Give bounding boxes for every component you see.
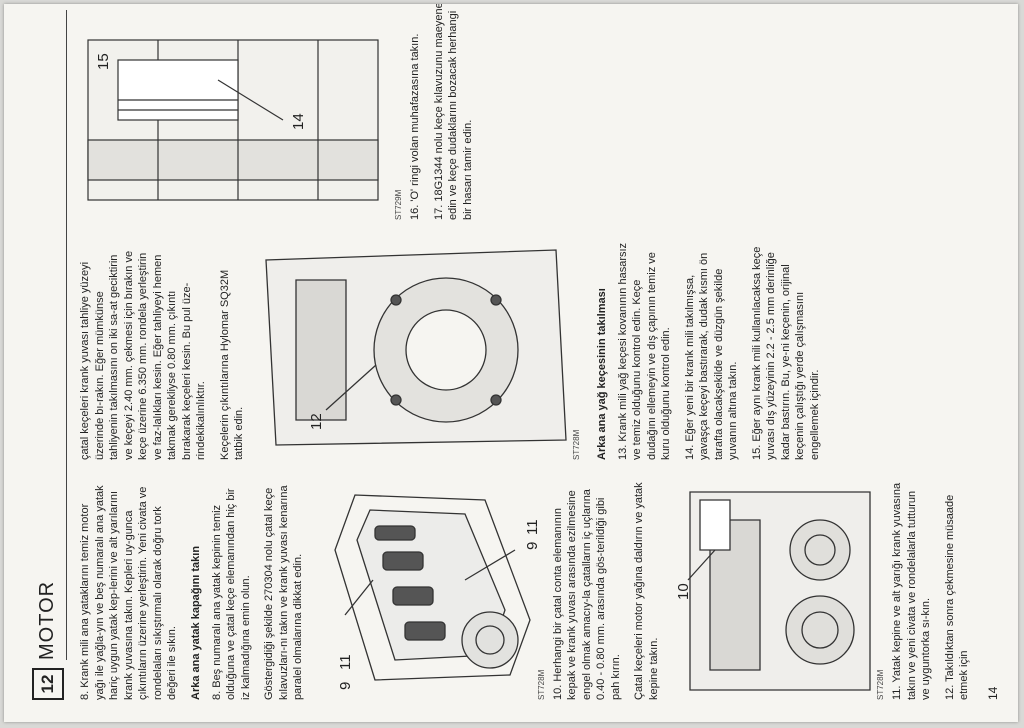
callout-9-bottom: 9 xyxy=(524,542,541,550)
figure-caption-2: ST728M xyxy=(876,669,886,700)
header-rule xyxy=(66,10,67,660)
step-16-text: 16. 'O' ringi volan muhafazasına takın. xyxy=(409,33,421,220)
step-15-text: 15. Eğer aynı krank mili kullanılacaksa … xyxy=(750,246,821,460)
crankshaft-bearing-figure: 9 11 9 11 xyxy=(334,494,541,690)
rotated-page-content: 12 MOTOR 8. Krank mili ana yataklarını t… xyxy=(4,4,1014,718)
step-9b-text: Göstergidiği şekilde 270304 nolu çatal k… xyxy=(263,485,305,700)
page-number: 14 xyxy=(986,686,1000,700)
callout-11-top: 11 xyxy=(337,654,354,670)
figure-block-3: 12 ST728M xyxy=(256,242,586,460)
step-12-continued: çatal keçeleri krank yuvası tahliye yüze… xyxy=(79,250,208,460)
callout-10: 10 xyxy=(675,583,692,600)
step-9-text: 8. Beş numaralı ana yatak kepinin temiz … xyxy=(210,488,252,700)
callout-15: 15 xyxy=(95,53,112,70)
step-17-text: 17. 18G1344 nolu keçe kılavuzunu maeyene… xyxy=(432,4,474,220)
rear-cap-seal-figure: 10 xyxy=(675,491,871,691)
text-column-3: 14 15 ST729M 16. 'O' ringi volan muhafaz… xyxy=(78,4,484,220)
figure-block-2: 10 ST728M xyxy=(670,482,890,700)
step-12-hylomar: Keçelerin çıkıntılarına Hylomar SQ32M ta… xyxy=(218,269,246,460)
section-title: MOTOR xyxy=(36,580,58,660)
section-heading-rear-cap: Arka ana yatak kapağını takın xyxy=(189,545,202,700)
text-column-1: 8. Krank mili ana yataklarını temiz moto… xyxy=(78,482,981,700)
rear-oil-seal-housing-figure: 12 xyxy=(264,249,567,446)
document-page: 12 MOTOR 8. Krank mili ana yataklarını t… xyxy=(4,4,1018,722)
figure-block-4: 14 15 ST729M xyxy=(78,4,408,220)
figure-caption-1: ST728M xyxy=(536,669,546,700)
step-10b-text: Çatal keçeleri motor yağına daldırın ve … xyxy=(633,482,660,700)
callout-14: 14 xyxy=(290,113,307,130)
callout-12: 12 xyxy=(308,413,325,430)
step-11-text: 11. Yatak kepine ve alt yarığı krank yuv… xyxy=(891,482,933,700)
callout-9-top: 9 xyxy=(337,682,354,690)
callout-11-bottom: 11 xyxy=(524,519,541,535)
step-13-text: 13. Krank mili yağ keçesi kovanının hasa… xyxy=(616,242,673,460)
step-12-text: 12. Takıldıktan sonra çekmesine müsaade … xyxy=(943,494,971,700)
step-10-text: 10. Herhangi bir çatal conta elemanının … xyxy=(551,489,622,700)
text-column-2: çatal keçeleri krank yuvası tahliye yüze… xyxy=(78,242,831,460)
figure-caption-4: ST729M xyxy=(394,189,403,220)
section-number-box: 12 xyxy=(32,668,64,700)
figure-caption-3: ST728M xyxy=(571,429,581,460)
step-14-text: 14. Eğer yeni bir krank mili takılmışsa,… xyxy=(683,252,740,460)
section-heading-rear-oil-seal: Arka ana yağ keçesinin takılması xyxy=(595,288,608,460)
seal-depth-cross-section-figure: 14 15 xyxy=(87,39,379,201)
page-header: 12 MOTOR xyxy=(30,10,67,700)
step-8-text: 8. Krank mili ana yataklarını temiz moto… xyxy=(79,485,179,700)
figure-block-1: 9 11 9 11 ST728M xyxy=(315,482,551,700)
